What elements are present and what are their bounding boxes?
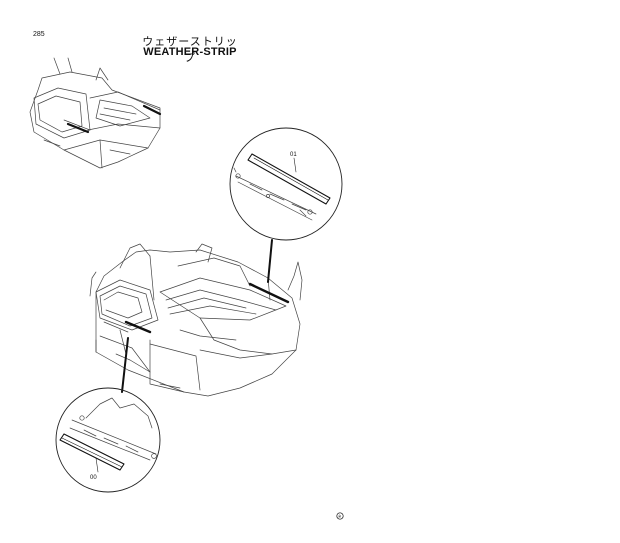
title-english: WEATHER-STRIP <box>143 46 237 58</box>
overview-strip-left <box>66 122 90 134</box>
upper-detail-view <box>229 127 343 241</box>
page-number: 285 <box>33 31 45 38</box>
overview-strip-right <box>142 104 162 116</box>
title-japanese: ウェザーストリップ <box>142 35 238 64</box>
callout-lower: 00 <box>90 475 97 481</box>
main-cab <box>89 243 303 397</box>
lower-detail-view <box>55 387 161 493</box>
main-strip-left <box>124 320 152 334</box>
footer-mark-text: ※ <box>338 514 341 519</box>
leader-upper <box>267 239 273 283</box>
overview-cab <box>29 57 161 169</box>
main-strip-right <box>248 282 290 304</box>
footer-mark: ※ <box>336 512 344 520</box>
callout-upper: 01 <box>290 152 297 158</box>
leader-lower <box>121 337 129 393</box>
